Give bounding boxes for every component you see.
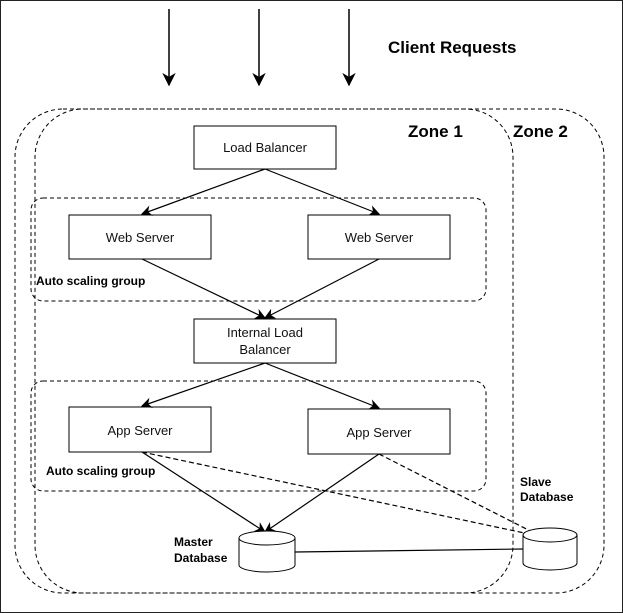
load-balancer-box: [193, 125, 337, 170]
edge-ilb-app2: [264, 362, 381, 410]
edge-app2-master: [264, 453, 380, 533]
edge-lb-web2: [264, 168, 381, 216]
web-auto-scaling-group: [30, 197, 487, 302]
app-server-1-box: [68, 406, 212, 453]
edge-ilb-app1: [140, 362, 266, 408]
edge-app2-slave-dashed: [378, 453, 547, 540]
edge-master-slave-replication: [294, 548, 524, 553]
internal-lb-label-line2: Balancer: [239, 342, 291, 357]
app-group-label: Auto scaling group: [46, 464, 155, 478]
app-server-2-label: App Server: [346, 425, 412, 440]
app-auto-scaling-group: [30, 380, 487, 492]
zone-2-label: Zone 2: [513, 122, 568, 141]
web-server-2-label: Web Server: [345, 230, 414, 245]
client-requests-title: Client Requests: [388, 38, 516, 57]
master-database-cylinder: [238, 530, 296, 573]
web-server-1-box: [68, 214, 212, 260]
app-server-1-label: App Server: [107, 423, 173, 438]
slave-db-label-line1: Slave: [520, 475, 552, 489]
edge-app1-master: [141, 451, 266, 533]
edge-app1-slave-dashed: [141, 451, 550, 542]
slave-database-cylinder: [522, 527, 578, 571]
load-balancer-label: Load Balancer: [223, 140, 308, 155]
edge-lb-web1: [140, 168, 266, 216]
internal-lb-label-line1: Internal Load: [227, 325, 303, 340]
web-group-label: Auto scaling group: [36, 274, 145, 288]
slave-db-label-line2: Database: [520, 490, 574, 504]
edge-web1-ilb: [141, 258, 266, 319]
edge-web2-ilb: [264, 258, 380, 319]
zone-1-container: [14, 108, 514, 594]
web-server-1-label: Web Server: [106, 230, 175, 245]
master-db-label-line1: Master: [174, 535, 213, 549]
zone-1-label: Zone 1: [408, 122, 463, 141]
internal-load-balancer-box: [193, 318, 337, 364]
master-db-label-line2: Database: [174, 551, 228, 565]
app-server-2-box: [307, 408, 451, 455]
web-server-2-box: [307, 214, 451, 260]
